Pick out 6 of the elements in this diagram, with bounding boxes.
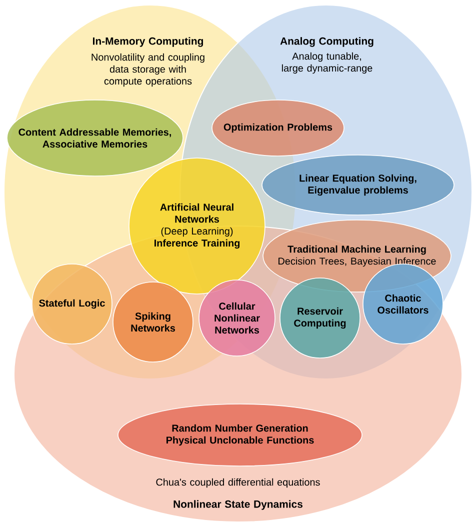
heading: In-Memory Computing bbox=[93, 37, 203, 47]
heading: Analog Computing bbox=[280, 37, 374, 47]
description: Analog tunable, large dynamic-range bbox=[282, 52, 372, 74]
description: Nonvolatility and coupling data storage with compute operations bbox=[92, 53, 204, 87]
heading: Nonlinear State Dynamics bbox=[174, 500, 302, 510]
description: Chua's coupled differential equations bbox=[156, 478, 320, 488]
